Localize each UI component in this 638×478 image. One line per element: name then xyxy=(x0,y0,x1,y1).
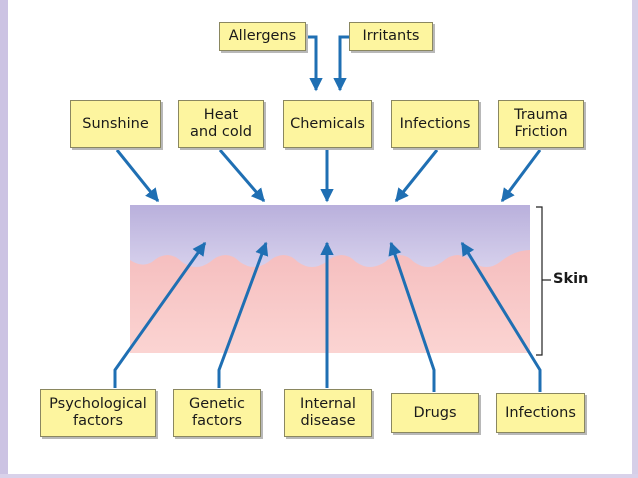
psychological-factors-box: Psychological factors xyxy=(40,389,156,437)
infections-bottom-box: Infections xyxy=(496,393,585,433)
arrow-psychological xyxy=(113,241,207,388)
internal-disease-box: Internal disease xyxy=(284,389,372,437)
arrow-infections-top xyxy=(394,149,439,203)
arrow-drugs xyxy=(388,241,436,392)
arrow-infections-bottom xyxy=(460,241,542,392)
skin-label: Skin xyxy=(553,271,589,287)
arrow-heat-cold xyxy=(218,149,266,203)
arrow-allergens xyxy=(306,35,323,92)
epidermis-layer xyxy=(130,205,530,267)
infections-top-box: Infections xyxy=(391,100,479,148)
chemicals-box: Chemicals xyxy=(283,100,372,148)
trauma-friction-box: Trauma Friction xyxy=(498,100,584,148)
arrows xyxy=(113,35,542,392)
irritants-box: Irritants xyxy=(349,22,433,51)
arrow-genetic xyxy=(217,241,269,388)
genetic-factors-box: Genetic factors xyxy=(173,389,261,437)
skin-bracket xyxy=(536,206,543,356)
heat-cold-box: Heat and cold xyxy=(178,100,264,148)
sunshine-box: Sunshine xyxy=(70,100,161,148)
arrow-trauma xyxy=(500,149,542,203)
frame-right-border xyxy=(632,0,638,478)
frame-left-border xyxy=(0,0,8,478)
arrow-irritants xyxy=(333,35,349,92)
drugs-box: Drugs xyxy=(391,393,479,433)
arrow-sunshine xyxy=(115,149,160,203)
skin-block xyxy=(130,205,551,356)
frame-bottom-border xyxy=(0,474,638,478)
allergens-box: Allergens xyxy=(219,22,306,51)
